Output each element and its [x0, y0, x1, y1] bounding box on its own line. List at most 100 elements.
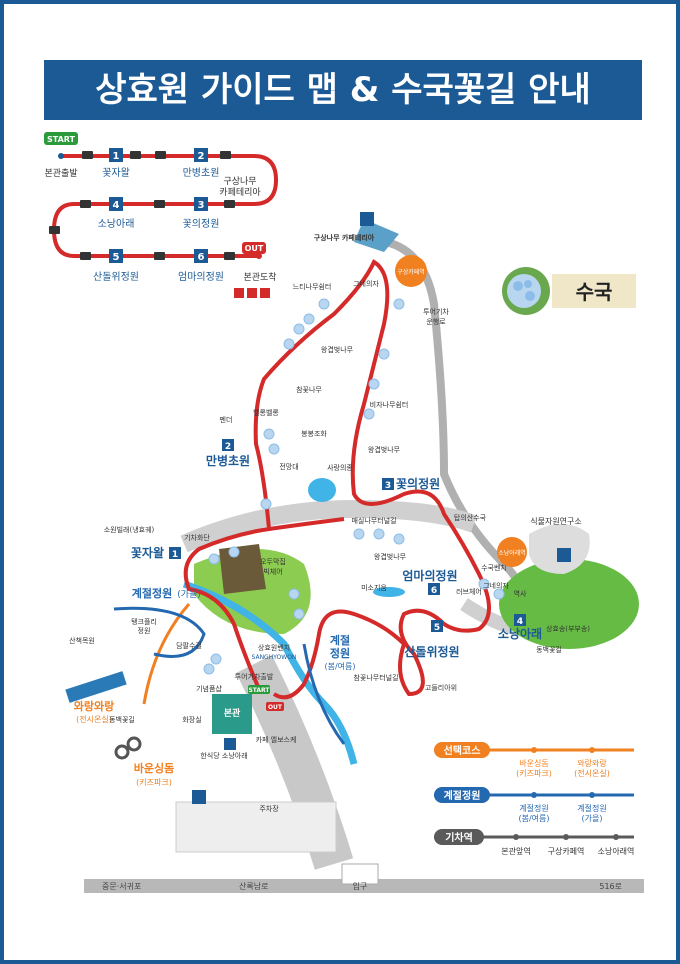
area-markers: 2 만병초원 3 꽃의정원 1 꽃자왈 6 엄마의정원 4 소낭아래 5 산돌위… — [65, 439, 542, 787]
lovechair-label: 러브체어 — [456, 587, 482, 596]
train-stop-label: 기차화단 — [184, 533, 210, 542]
sanghyoju-label: 상효원벤치 — [258, 643, 290, 652]
area-label-2: 만병초원 — [206, 453, 250, 468]
cafe2-label: 카페 엘보스케 — [256, 735, 297, 744]
green-field-right — [499, 559, 639, 649]
area-num-2: 2 — [225, 442, 231, 452]
camera-icon — [155, 151, 166, 159]
cafe-station-badge — [395, 255, 427, 287]
sanchaek-label: 산책목원 — [69, 636, 95, 645]
dome-icon — [114, 744, 130, 760]
road-right-label: 516로 — [599, 882, 622, 891]
penda-label: 펜더 — [220, 415, 233, 424]
legend-optional-pill — [434, 742, 490, 758]
route-legend: START 1 2 3 4 — [44, 132, 279, 298]
area-num-4: 4 — [517, 617, 523, 627]
camera-icon — [154, 252, 165, 260]
baun-sub: (키즈파크) — [136, 778, 172, 787]
area-label-5: 산돌위정원 — [404, 644, 459, 659]
legend-train-p2: 구상카페역 — [548, 846, 585, 856]
wongwallae-label: 소원빌래(냉효궤) — [104, 525, 155, 534]
sanghyo-en-label: SANGHYOWON — [252, 654, 297, 661]
restroom-icons — [192, 212, 571, 804]
odumak-label-a: 오두막집 — [260, 557, 286, 566]
entrance-gate — [341, 863, 379, 885]
camera-icon — [224, 252, 235, 260]
restroom-icon — [360, 212, 374, 226]
soji-station-badge — [497, 537, 527, 567]
soji-station-label: 소낭아래역 — [498, 549, 526, 557]
cafeteria-building — [354, 219, 399, 252]
geunaeuija-label: 그네의자 — [353, 279, 379, 288]
start-flag — [44, 132, 78, 145]
legend-optional-label: 선택코스 — [444, 744, 481, 757]
bongbong-label: 봉봉조화 — [301, 430, 327, 438]
sarang-label: 사랑의종 — [327, 463, 353, 472]
wanggeop3-label: 왕겹벚나무 — [374, 552, 407, 561]
legend-stop-label-3a: 구상나무 — [223, 176, 256, 187]
area-num-5: 5 — [434, 623, 440, 633]
jeonmangdae-label: 전망대 — [279, 462, 298, 471]
baun-label: 바운싱돔 — [134, 761, 174, 775]
legend-stop-num-5: 5 — [113, 252, 120, 263]
legend-season-p2a: 계절정원 — [577, 803, 606, 813]
yeoksa-label: 역사 — [514, 589, 527, 598]
wayang-label: 와랑와랑 — [74, 699, 114, 713]
road-labels: 중문·서귀포 산록남로 입구 516로 — [102, 881, 622, 891]
subeonchi-label: 수국벤치 — [481, 563, 507, 572]
geunaeuija2-label: 그네의자 — [483, 581, 509, 590]
map-out-flag — [266, 702, 284, 711]
tulip-label-a: 탱크플리 — [131, 617, 157, 626]
dongbaek2-label: 동백꽃길 — [109, 715, 135, 724]
suguk-badge: 수국 — [502, 267, 636, 315]
restaurant-icon — [234, 288, 244, 298]
season-garden-sub: (가을) — [177, 589, 201, 600]
area-label-1: 꽃자왈 — [131, 545, 164, 560]
area-num-3: 3 — [385, 481, 391, 491]
legend-stop-label-3b: 카페테리아 — [219, 187, 261, 198]
camera-icon — [80, 252, 91, 260]
legend-stop-num-2: 2 — [198, 151, 205, 162]
train-road-label-a: 투어기차 — [423, 307, 449, 316]
legend-train-p3: 소낭아래역 — [598, 846, 635, 856]
hydrangea-icon — [507, 274, 541, 308]
camera-icon — [82, 151, 93, 159]
area-label-3: 꽃의정원 — [396, 476, 440, 491]
area-num-6: 6 — [431, 586, 437, 596]
tulip-label-b: 정원 — [138, 626, 151, 635]
legend-stop-label-8: 본관도착 — [243, 272, 276, 283]
hydrangea-markers — [203, 298, 505, 675]
legend-train-p1: 본관앞역 — [501, 846, 530, 856]
camera-icon — [80, 200, 91, 208]
legend-optional-p2b: (전시온실) — [574, 768, 610, 778]
legend-train-label: 기차역 — [445, 831, 473, 844]
neuti-label: 느티나무쉼터 — [293, 282, 332, 291]
legend-optional-p2a: 와랑와랑 — [577, 758, 607, 768]
camera-icon — [130, 151, 141, 159]
legend-stop-label-2: 만병초원 — [183, 167, 220, 179]
parking-lot — [175, 801, 337, 853]
main-building — [212, 694, 252, 734]
restroom-icon — [557, 548, 571, 562]
research-label: 식물자원연구소 — [530, 517, 582, 526]
line-legend: 선택코스 바운싱돔 (키즈파크) 와랑와랑 (전시온실) 계절정원 계절정원 (… — [434, 742, 634, 856]
start-label: START — [47, 135, 76, 144]
legend-stop-label-0: 본관출발 — [44, 168, 77, 179]
suguk-label-bg — [552, 274, 636, 308]
place-labels: 구상나무 카페테리아 구상카페역 느티나무쉼터 그네의자 투어기차 운행로 왕겹… — [69, 233, 590, 813]
out-flag — [242, 242, 266, 254]
restroom-icon — [224, 738, 236, 750]
greenhouse-icon — [65, 671, 127, 703]
legend-stop-num-4: 4 — [113, 200, 120, 211]
top-label: 탑의산수국 — [454, 513, 487, 522]
gimbap-label: 기념품샵 — [196, 684, 222, 693]
camera-icon — [220, 151, 231, 159]
odumak-area — [219, 544, 266, 594]
tour-train-label: 투어기차출발 — [235, 672, 274, 681]
bottom-road — [84, 879, 644, 893]
season-garden-label: 계절정원 — [132, 586, 172, 600]
out-label: OUT — [245, 244, 264, 253]
parking-label: 주차장 — [259, 804, 279, 813]
optional-route — [142, 603, 191, 705]
